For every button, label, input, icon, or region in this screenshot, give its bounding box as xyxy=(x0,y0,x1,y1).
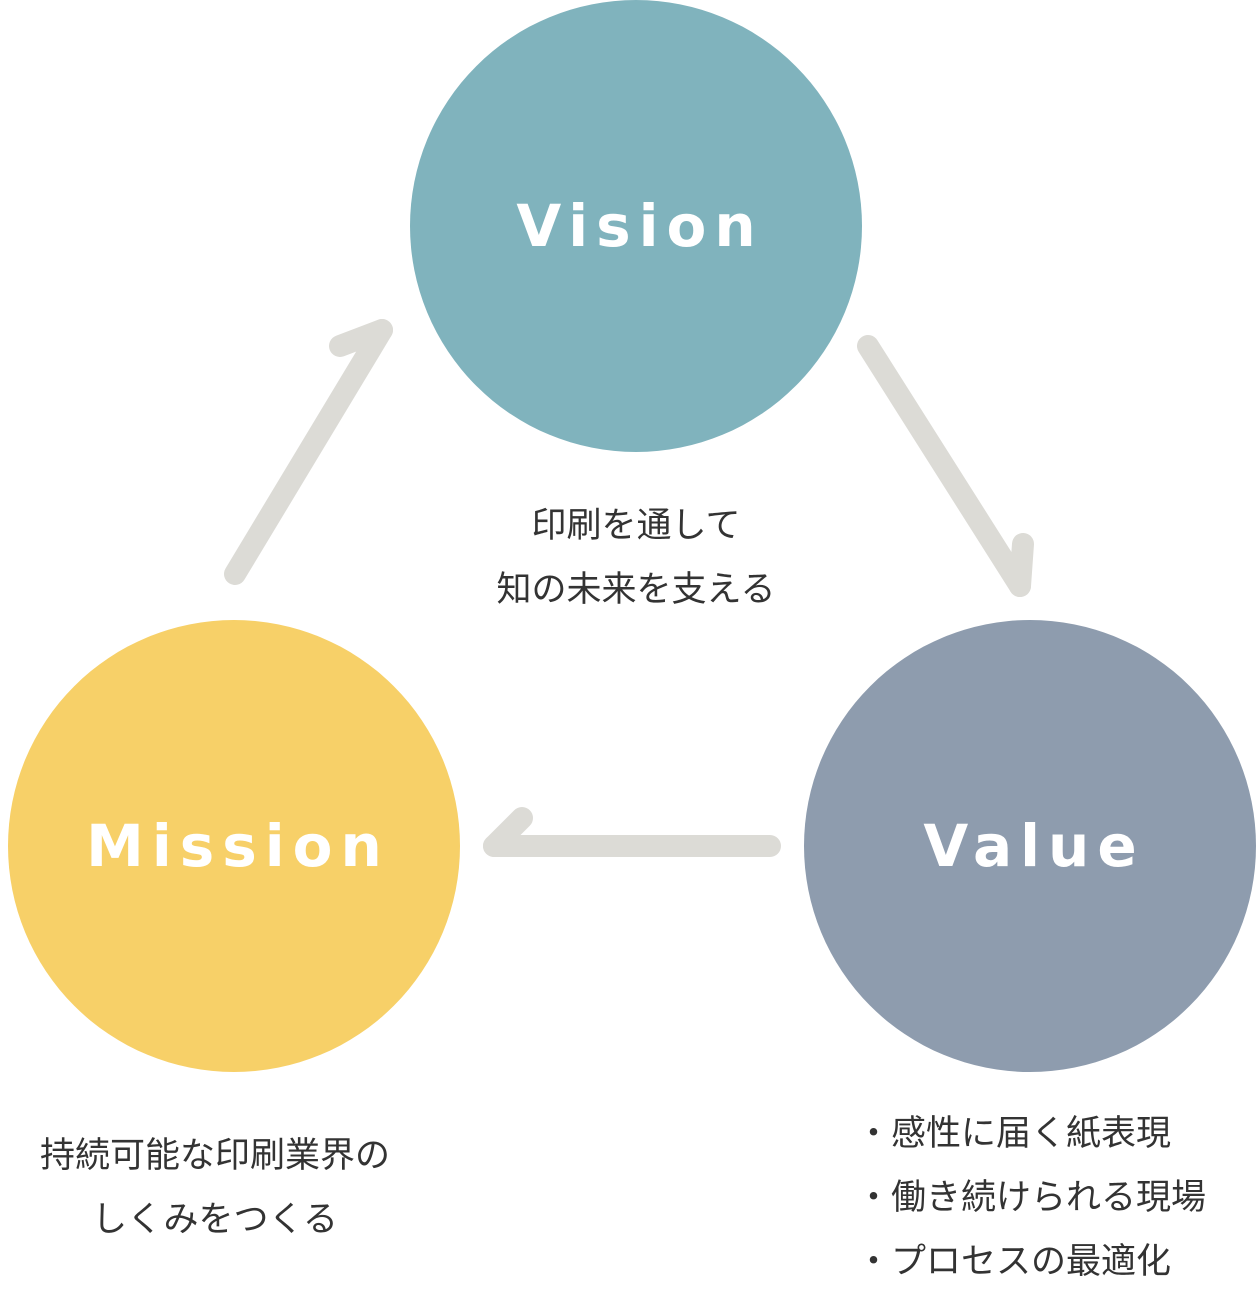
mission-description-line: 持続可能な印刷業界の xyxy=(39,1136,390,1176)
value-description-line: ・感性に届く紙表現 xyxy=(856,1114,1172,1154)
vision-description-line: 印刷を通して xyxy=(531,506,741,546)
value-description-line: ・プロセスの最適化 xyxy=(856,1242,1172,1282)
arrow-vision-to-value-icon xyxy=(857,335,1034,597)
arrow-mission-to-vision-icon xyxy=(224,319,393,585)
value-circle: Value xyxy=(804,620,1256,1072)
vision-title: Vision xyxy=(516,192,764,260)
arrow-value-to-mission-icon xyxy=(483,807,781,857)
vision-description: 印刷を通して 知の未来を支える xyxy=(436,494,836,622)
value-description: ・感性に届く紙表現 ・働き続けられる現場 ・プロセスの最適化 xyxy=(856,1102,1256,1294)
value-title: Value xyxy=(923,812,1145,880)
mission-title: Mission xyxy=(86,812,390,880)
vision-description-line: 知の未来を支える xyxy=(496,570,776,610)
mission-description-line: しくみをつくる xyxy=(92,1200,338,1240)
mission-circle: Mission xyxy=(8,620,460,1072)
value-description-line: ・働き続けられる現場 xyxy=(856,1178,1207,1218)
mission-description: 持続可能な印刷業界の しくみをつくる xyxy=(0,1124,430,1252)
vision-circle: Vision xyxy=(410,0,862,452)
